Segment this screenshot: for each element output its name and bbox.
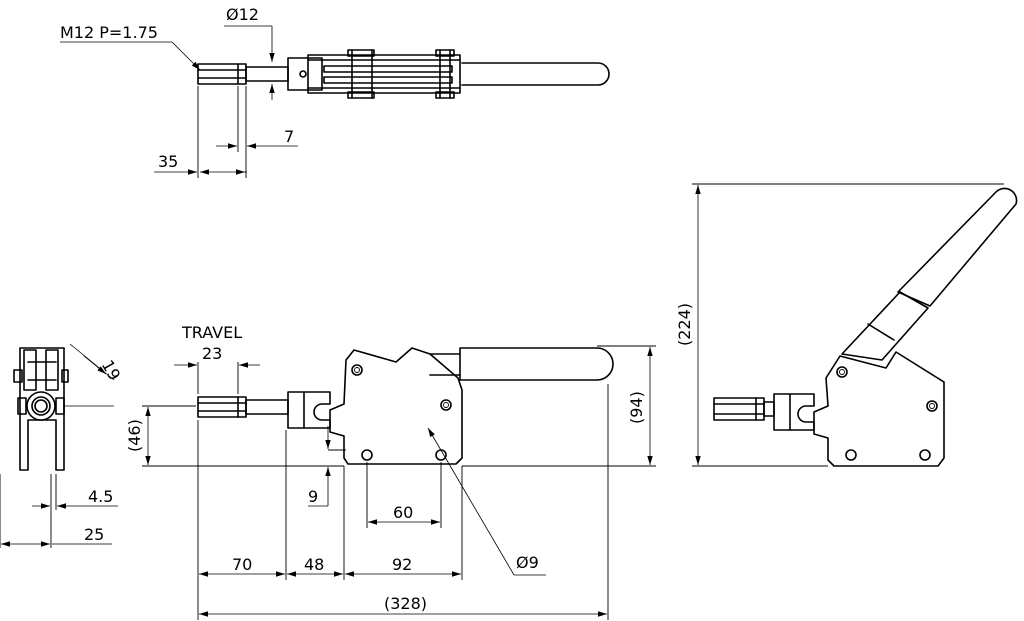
front-body-plate <box>329 347 463 465</box>
open-handle-grip <box>897 187 1018 307</box>
dim-94-label: (94) <box>627 391 646 424</box>
dim-328-label: (328) <box>384 594 427 613</box>
front-mount-hole-1 <box>361 449 373 461</box>
dim-224-label: (224) <box>675 303 694 346</box>
open-hex-bolt <box>713 397 765 421</box>
top-clevis-pin <box>299 70 307 78</box>
dim-25-label: 25 <box>84 525 104 544</box>
side-view: 19 4.5 25 <box>0 343 125 548</box>
dim-60-label: 60 <box>393 503 413 522</box>
dim-23-label: 23 <box>202 344 222 363</box>
hole-diameter-label: Ø9 <box>516 553 539 572</box>
front-clevis <box>287 391 331 429</box>
top-plunger-shaft <box>245 66 289 82</box>
top-view: M12 P=1.75 Ø12 7 35 <box>60 5 610 178</box>
open-body-plate <box>813 351 945 467</box>
front-handle-grip <box>459 347 614 381</box>
dim-46-label: (46) <box>125 419 144 452</box>
front-mount-hole-2 <box>435 449 447 461</box>
side-body <box>19 347 65 471</box>
dim-9-label: 9 <box>308 487 318 506</box>
shaft-diameter-label: Ø12 <box>226 5 259 24</box>
top-clevis-block <box>287 57 323 91</box>
dim-19-label: 19 <box>98 357 125 384</box>
front-view: TRAVEL 23 (46) (94) 9 60 Ø9 <box>125 323 656 620</box>
front-hex-bolt <box>197 396 247 418</box>
top-body-frame <box>307 54 461 94</box>
side-hex-bolt <box>26 391 56 421</box>
dim-35-label: 35 <box>158 152 178 171</box>
dim-92-label: 92 <box>392 555 412 574</box>
dim-7-label: 7 <box>284 127 294 146</box>
travel-label: TRAVEL <box>181 323 242 342</box>
dim-70-label: 70 <box>232 555 252 574</box>
top-handle-grip <box>461 62 610 86</box>
dim-4-5-label: 4.5 <box>88 487 113 506</box>
open-view: (224) <box>675 183 1018 467</box>
dim-48-label: 48 <box>304 555 324 574</box>
top-hex-bolt <box>197 63 247 85</box>
thread-label: M12 P=1.75 <box>60 23 158 42</box>
open-clevis <box>773 393 815 431</box>
front-plunger-shaft <box>245 399 289 415</box>
